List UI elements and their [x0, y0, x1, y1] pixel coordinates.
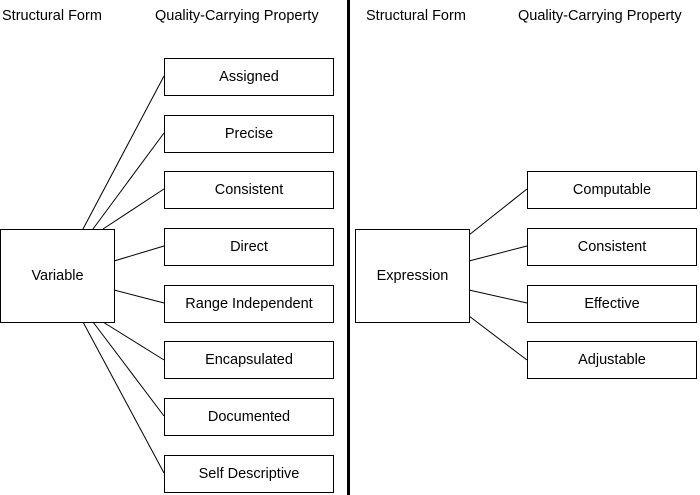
property-box-assigned: Assigned	[164, 58, 334, 96]
left-header-quality-property: Quality-Carrying Property	[155, 8, 319, 24]
property-box-effective: Effective	[527, 285, 697, 323]
link-effective	[468, 289, 528, 304]
link-consistent-right	[468, 245, 528, 262]
link-precise	[92, 132, 165, 230]
property-box-direct: Direct	[164, 228, 334, 266]
property-box-consistent-right: Consistent	[527, 228, 697, 266]
property-box-documented: Documented	[164, 398, 334, 436]
right-header-structural-form: Structural Form	[366, 8, 466, 24]
link-direct	[113, 245, 165, 262]
property-box-consistent: Consistent	[164, 171, 334, 209]
variable-box: Variable	[0, 229, 115, 323]
property-box-self-descriptive: Self Descriptive	[164, 455, 334, 493]
right-header-quality-property: Quality-Carrying Property	[518, 8, 682, 24]
link-assigned	[82, 75, 165, 230]
link-documented	[92, 321, 165, 417]
link-encapsulated	[102, 321, 165, 361]
property-box-precise: Precise	[164, 115, 334, 153]
property-box-range-independent: Range Independent	[164, 285, 334, 323]
property-box-adjustable: Adjustable	[527, 341, 697, 379]
link-range-independent	[113, 289, 165, 304]
property-box-computable: Computable	[527, 171, 697, 209]
link-adjustable	[468, 315, 528, 361]
expression-box: Expression	[355, 229, 470, 323]
property-box-encapsulated: Encapsulated	[164, 341, 334, 379]
link-computable	[468, 188, 528, 236]
link-consistent	[102, 188, 165, 230]
center-divider	[347, 0, 350, 495]
link-self-descriptive	[82, 321, 165, 474]
left-header-structural-form: Structural Form	[2, 8, 102, 24]
